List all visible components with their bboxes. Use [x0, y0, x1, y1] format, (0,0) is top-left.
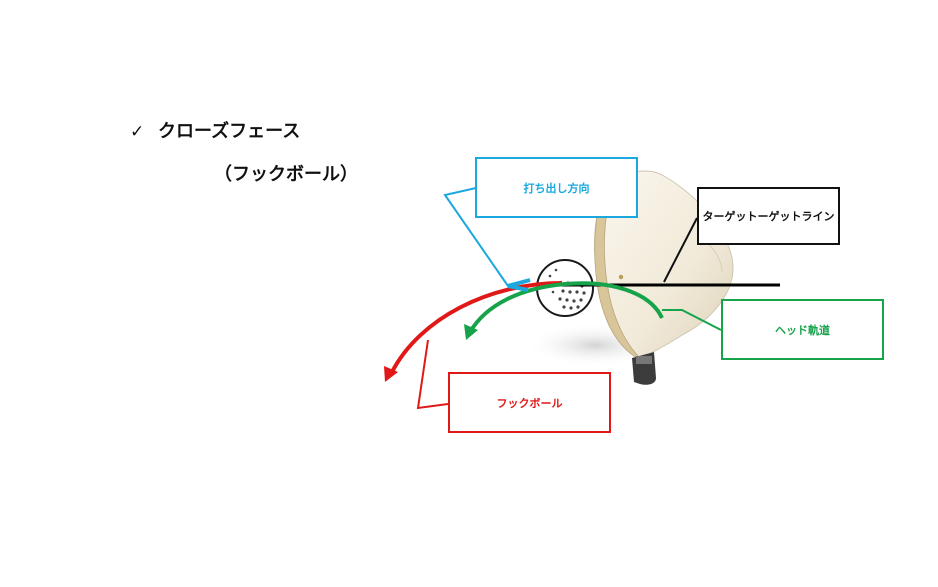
hook-trajectory	[390, 281, 563, 373]
head-path-arrowhead	[464, 324, 478, 340]
leader-line-launch	[443, 187, 509, 287]
check-icon: ✓	[130, 122, 145, 142]
heading-subtitle: （フックボール）	[214, 164, 358, 185]
leader-line-target	[663, 217, 698, 283]
heading-title: クローズフェース	[158, 121, 301, 142]
heading: ✓ クローズフェース	[130, 117, 300, 143]
callout-launch-direction: 打ち出し方向	[475, 157, 638, 218]
leader-line-head-path	[662, 309, 722, 331]
hook-arrowhead	[384, 366, 398, 382]
callout-hook-ball: フックボール	[448, 372, 611, 433]
leader-line-hook	[416, 339, 449, 410]
head-path-trajectory	[468, 281, 664, 334]
callout-target-line: ターゲットーゲットライン	[697, 187, 840, 245]
callout-head-path: ヘッド軌道	[721, 299, 884, 360]
